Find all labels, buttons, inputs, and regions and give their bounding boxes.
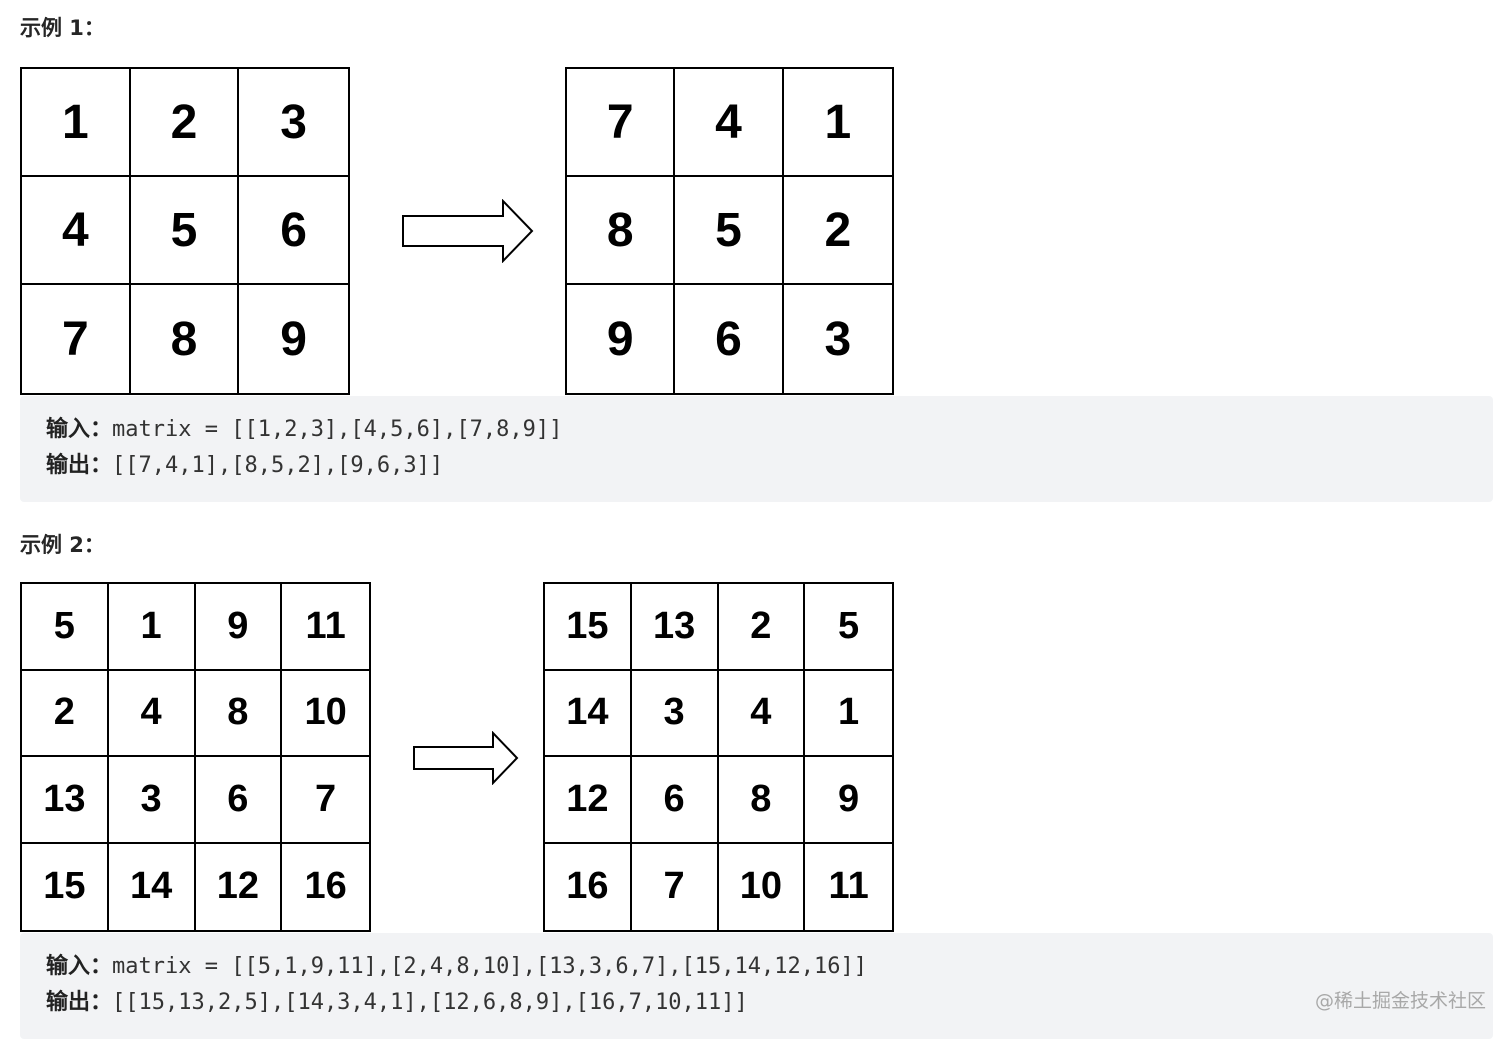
matrix-cell: 11 <box>282 584 369 671</box>
matrix-cell: 2 <box>130 69 240 177</box>
example-2-input-line: 输入：matrix = [[5,1,9,11],[2,4,8,10],[13,3… <box>46 949 1493 985</box>
right-arrow-icon <box>402 199 534 263</box>
matrix-cell: 5 <box>130 177 240 285</box>
matrix-cell: 5 <box>805 584 892 671</box>
matrix-cell: 9 <box>805 757 892 844</box>
matrix-cell: 13 <box>631 584 719 671</box>
matrix-cell: 4 <box>108 670 196 757</box>
watermark: @稀土掘金技术社区 <box>1314 990 1486 1012</box>
matrix-cell: 1 <box>783 69 892 177</box>
output-value: [[7,4,1],[8,5,2],[9,6,3]] <box>112 453 444 478</box>
matrix-cell: 3 <box>824 312 852 366</box>
matrix-cell: 6 <box>675 285 784 393</box>
matrix-cell: 7 <box>282 757 369 844</box>
input-label: 输入： <box>46 954 113 979</box>
input-value: matrix = [[1,2,3],[4,5,6],[7,8,9]] <box>112 417 563 442</box>
matrix-cell: 6 <box>195 757 283 844</box>
matrix-cell: 6 <box>631 757 719 844</box>
matrix-cell: 9 <box>567 285 676 393</box>
matrix-cell: 8 <box>718 757 806 844</box>
matrix-cell: 12 <box>545 757 632 844</box>
matrix-cell: 2 <box>783 177 892 285</box>
output-label: 输出： <box>46 453 113 478</box>
matrix-cell: 8 <box>131 285 240 393</box>
matrix-cell: 9 <box>280 312 307 366</box>
output-label: 输出： <box>46 990 113 1015</box>
matrix-cell: 15 <box>22 843 109 930</box>
example-2-code-block: 输入：matrix = [[5,1,9,11],[2,4,8,10],[13,3… <box>20 933 1493 1039</box>
output-value: [[15,13,2,5],[14,3,4,1],[12,6,8,9],[16,7… <box>112 990 748 1015</box>
matrix-cell: 4 <box>718 670 806 757</box>
matrix-cell: 10 <box>282 671 369 757</box>
matrix-cell: 13 <box>22 757 109 844</box>
example-1-title: 示例 1： <box>20 16 105 40</box>
matrix-cell: 5 <box>22 584 109 671</box>
matrix-cell: 7 <box>567 69 676 177</box>
matrix-cell: 6 <box>239 177 348 285</box>
matrix-cell: 7 <box>632 843 719 930</box>
matrix-cell: 3 <box>108 757 196 844</box>
matrix-cell: 10 <box>719 843 806 930</box>
matrix-cell: 8 <box>567 177 676 285</box>
matrix-cell: 2 <box>22 670 109 757</box>
right-arrow-icon <box>413 731 519 785</box>
matrix-cell: 7 <box>22 285 131 393</box>
matrix-cell: 14 <box>109 843 196 930</box>
matrix-cell: 16 <box>304 865 347 908</box>
matrix-cell: 1 <box>805 671 892 757</box>
example-2-output-line: 输出：[[15,13,2,5],[14,3,4,1],[12,6,8,9],[1… <box>46 985 1493 1021</box>
example-2-title: 示例 2： <box>20 533 105 557</box>
example-1-input-line: 输入：matrix = [[1,2,3],[4,5,6],[7,8,9]] <box>46 412 1493 448</box>
matrix-cell: 3 <box>631 670 719 757</box>
matrix-cell: 3 <box>239 69 348 177</box>
example-1-output-line: 输出：[[7,4,1],[8,5,2],[9,6,3]] <box>46 448 1493 484</box>
matrix-cell: 8 <box>195 670 283 757</box>
input-label: 输入： <box>46 417 113 442</box>
matrix-cell: 1 <box>108 584 196 671</box>
matrix-cell: 5 <box>675 177 784 285</box>
matrix-cell: 16 <box>545 843 632 930</box>
input-value: matrix = [[5,1,9,11],[2,4,8,10],[13,3,6,… <box>112 954 867 979</box>
matrix-cell: 15 <box>545 584 632 671</box>
matrix-cell: 4 <box>22 177 131 285</box>
matrix-cell: 1 <box>22 69 131 177</box>
example-1-code-block: 输入：matrix = [[1,2,3],[4,5,6],[7,8,9]] 输出… <box>20 396 1493 502</box>
matrix-cell: 9 <box>195 584 283 671</box>
matrix-cell: 2 <box>718 584 806 671</box>
matrix-cell: 12 <box>196 843 283 930</box>
matrix-cell: 11 <box>828 865 869 908</box>
matrix-cell: 4 <box>675 69 784 177</box>
matrix-cell: 14 <box>545 670 632 757</box>
